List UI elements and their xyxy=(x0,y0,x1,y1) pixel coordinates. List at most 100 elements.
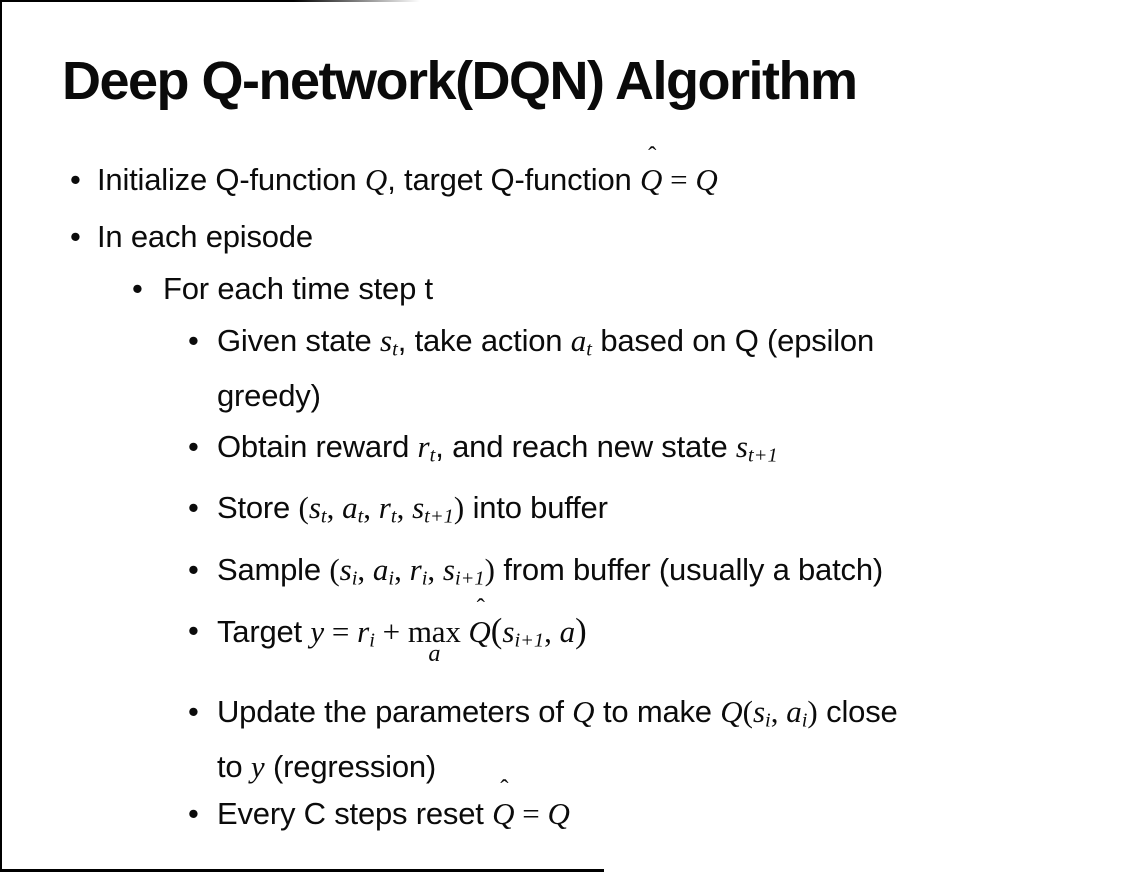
math-var: Q xyxy=(492,795,515,831)
math-subscript: t+1 xyxy=(424,505,454,528)
bullet-marker: • xyxy=(188,551,199,587)
bullet-text: Obtain reward rt, and reach new state st… xyxy=(217,428,778,467)
math-op: , xyxy=(326,490,343,525)
bullet-item: • Update the parameters of Q to make Q(si… xyxy=(0,689,1124,789)
math-op: ( xyxy=(298,490,309,525)
text-run: greedy) xyxy=(217,377,321,413)
text-run: Obtain reward xyxy=(217,428,418,464)
math-var: Q xyxy=(364,162,388,197)
math-subscript: i xyxy=(388,567,395,589)
math-subscript: i xyxy=(801,709,808,732)
math-var: r xyxy=(378,490,391,525)
math-var: s xyxy=(502,614,515,649)
window-edge-top xyxy=(0,0,420,2)
bullet-text: Update the parameters of Q to make Q(si,… xyxy=(217,694,898,784)
text-run: to xyxy=(217,748,251,784)
math-var: y xyxy=(310,614,325,649)
bullet-item: • Given state st, take action at based on… xyxy=(0,318,1124,418)
max-operator: max xyxy=(407,614,461,649)
bullet-marker: • xyxy=(70,219,81,254)
hat-icon: ˆ xyxy=(648,142,657,170)
math-subscript: t xyxy=(429,444,436,466)
text-run: Every C steps reset xyxy=(217,795,493,831)
math-var: s xyxy=(442,551,455,587)
math-subscript: i xyxy=(421,567,428,589)
text-run: , take action xyxy=(397,323,571,358)
bullet-text: Given state st, take action at based on … xyxy=(217,323,874,413)
math-op: = xyxy=(324,614,358,649)
bullet-item: •For each time step t xyxy=(0,266,1124,311)
math-var: s xyxy=(339,551,352,587)
math-var: Q xyxy=(720,694,743,729)
math-subscript: i+1 xyxy=(454,567,485,589)
bullet-item: • In each episode xyxy=(0,214,1124,259)
math-op: = xyxy=(662,162,696,197)
math-var: y xyxy=(250,748,265,784)
math-var: s xyxy=(412,490,425,525)
math-subscript: t xyxy=(320,505,327,528)
bullet-marker: • xyxy=(188,694,199,729)
math-op: = xyxy=(514,795,548,831)
bullet-marker: • xyxy=(188,613,199,648)
math-subscript: t xyxy=(357,505,364,528)
math-op: , xyxy=(363,490,379,525)
math-var: Q xyxy=(547,795,570,831)
math-paren: ( xyxy=(490,611,503,650)
math-op: , xyxy=(544,614,560,649)
math-var: a xyxy=(559,614,576,649)
text-run: , target Q-function xyxy=(387,162,640,197)
math-op: , xyxy=(396,490,413,525)
math-var: a xyxy=(786,694,802,729)
math-op: ( xyxy=(329,551,340,587)
text-run: into buffer xyxy=(464,490,608,525)
math-op: , xyxy=(770,694,787,729)
bullet-marker: • xyxy=(188,795,199,831)
math-var: s xyxy=(735,428,748,464)
bullet-text: For each time step t xyxy=(163,271,433,306)
bullet-text: Initialize Q-function Q, target Q-functi… xyxy=(97,144,718,197)
math-paren: ) xyxy=(575,611,587,650)
text-run: close xyxy=(817,694,898,729)
math-subscript: t+1 xyxy=(748,444,778,466)
bullet-text: In each episode xyxy=(97,219,313,254)
bullet-item: • Sample (si, ai, ri, si+1) from buffer (… xyxy=(0,547,1124,602)
bullet-marker: • xyxy=(188,428,199,464)
text-run: (regression) xyxy=(264,748,437,784)
math-var: Q xyxy=(468,614,491,649)
math-op: , xyxy=(394,551,410,587)
math-subscript: t xyxy=(390,505,397,528)
math-op: ) xyxy=(484,551,495,587)
math-subscript: i xyxy=(369,629,375,652)
text-run: For each time step t xyxy=(163,271,433,306)
math-op: , xyxy=(427,551,443,587)
bullet-item: •Initialize Q-function Q, target Q-funct… xyxy=(0,144,1124,202)
text-run: In each episode xyxy=(97,219,313,254)
math-var: Q xyxy=(639,162,663,197)
bullet-text: Sample (si, ai, ri, si+1) from buffer (u… xyxy=(217,551,883,590)
math-subscript: t xyxy=(586,338,592,361)
math-op xyxy=(461,614,469,649)
math-var: Q xyxy=(695,162,718,197)
math-op: , xyxy=(357,551,373,587)
math-var: s xyxy=(380,323,393,358)
window-edge-bottom xyxy=(0,869,604,872)
math-subscript: i+1 xyxy=(514,629,545,652)
math-subscript: t xyxy=(392,338,398,361)
math-var: s xyxy=(308,490,321,525)
math-op: ) xyxy=(453,490,465,525)
bullet-list: • Initialize Q-function Q, target Q-funct… xyxy=(0,144,1124,836)
bullet-item: •Store (st, at, rt, st+1) into buffer xyxy=(0,485,1124,540)
bullet-marker: • xyxy=(188,323,199,358)
text-run: based on Q (epsilon xyxy=(591,323,875,358)
slide-title: Deep Q-network(DQN) Algorithm xyxy=(62,51,858,111)
math-subscript: i xyxy=(351,567,358,589)
bullet-text: Store (st, at, rt, st+1) into buffer xyxy=(217,490,608,528)
text-run: Store xyxy=(217,490,299,525)
